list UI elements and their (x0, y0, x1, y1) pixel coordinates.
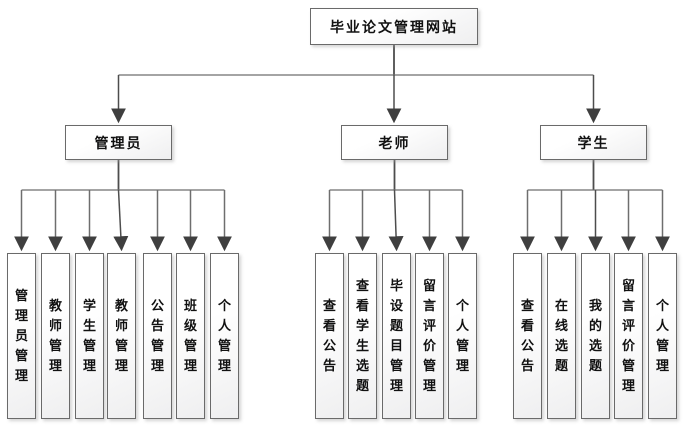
leaf-label: 学生管理 (82, 298, 96, 373)
leaf-label: 毕设题目管理 (389, 278, 403, 393)
node-student-comment-review-management: 留言评价管理 (614, 253, 643, 419)
branch-teacher-label: 老师 (378, 136, 411, 152)
leaf-label: 教师管理 (48, 298, 62, 373)
node-thesis-topic-management: 毕设题目管理 (382, 253, 411, 419)
leaf-label: 留言评价管理 (621, 278, 635, 393)
node-branch-admin: 管理员 (65, 125, 172, 160)
leaf-label: 个人管理 (455, 298, 469, 373)
leaf-label: 查看学生选题 (355, 278, 369, 393)
node-root-thesis-site: 毕业论文管理网站 (310, 8, 478, 45)
root-label: 毕业论文管理网站 (330, 20, 458, 36)
leaf-label: 管理员管理 (14, 288, 28, 383)
node-class-management: 班级管理 (176, 253, 205, 419)
leaf-label: 留言评价管理 (422, 278, 436, 393)
leaf-label: 班级管理 (183, 298, 197, 373)
node-student-view-announcements: 查看公告 (513, 253, 542, 419)
node-my-topics: 我的选题 (581, 253, 610, 419)
node-teacher-view-announcements: 查看公告 (315, 253, 344, 419)
node-teacher-personal-management: 个人管理 (448, 253, 477, 419)
node-view-student-topics: 查看学生选题 (348, 253, 377, 419)
leaf-label: 个人管理 (217, 298, 231, 373)
leaf-label: 在线选题 (554, 298, 568, 373)
leaf-label: 查看公告 (520, 298, 534, 373)
node-admin-personal-management: 个人管理 (210, 253, 239, 419)
node-admin-user-management: 管理员管理 (7, 253, 36, 419)
node-announcement-management: 公告管理 (143, 253, 172, 419)
node-teacher-management-2: 教师管理 (107, 253, 136, 419)
node-branch-teacher: 老师 (341, 125, 448, 160)
node-branch-student: 学生 (540, 125, 647, 160)
node-student-personal-management: 个人管理 (648, 253, 677, 419)
leaf-label: 公告管理 (150, 298, 164, 373)
leaf-label: 我的选题 (588, 298, 602, 373)
leaf-label: 个人管理 (655, 298, 669, 373)
node-student-management: 学生管理 (75, 253, 104, 419)
branch-student-label: 学生 (577, 136, 610, 152)
node-online-topic-selection: 在线选题 (547, 253, 576, 419)
leaf-label: 查看公告 (322, 298, 336, 373)
node-teacher-management: 教师管理 (41, 253, 70, 419)
leaf-label: 教师管理 (114, 298, 128, 373)
node-teacher-comment-review-management: 留言评价管理 (415, 253, 444, 419)
branch-admin-label: 管理员 (94, 136, 143, 152)
